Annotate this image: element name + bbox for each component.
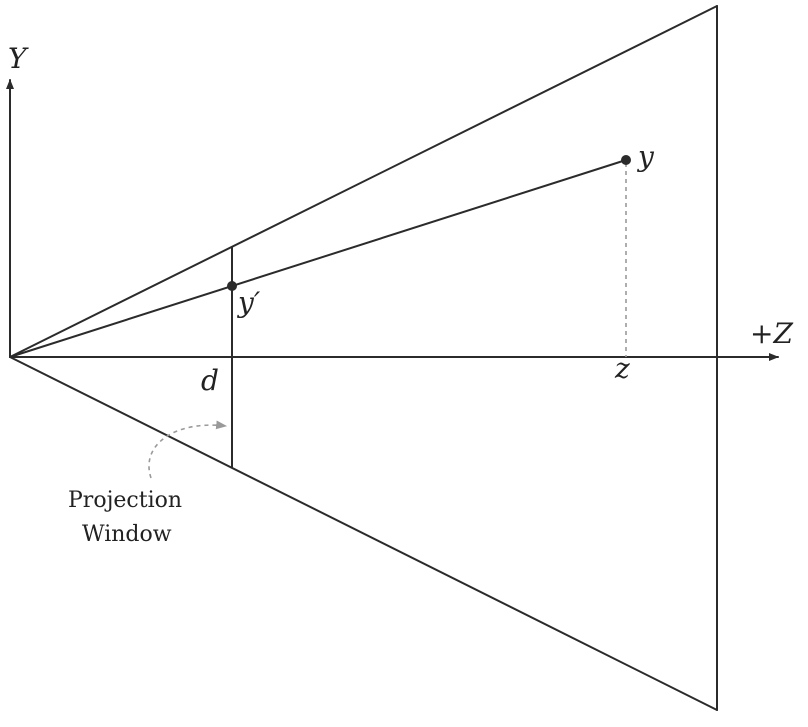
frustum-top-edge xyxy=(9,5,718,358)
window-callout-arrow xyxy=(148,420,228,479)
point-y xyxy=(621,155,631,165)
z-label: z xyxy=(614,352,630,385)
y-axis-label: Y xyxy=(8,42,29,75)
point-y-prime-label: y′ xyxy=(236,286,261,319)
point-y-prime xyxy=(227,281,237,291)
projection-ray xyxy=(9,159,627,358)
z-axis-label: +Z xyxy=(750,317,793,350)
point-y-label: y xyxy=(636,140,655,173)
frustum-bottom-edge xyxy=(9,356,718,711)
window-label-line1: Projection xyxy=(68,488,182,513)
d-label: d xyxy=(201,364,219,397)
window-label-line2: Window xyxy=(82,522,172,547)
